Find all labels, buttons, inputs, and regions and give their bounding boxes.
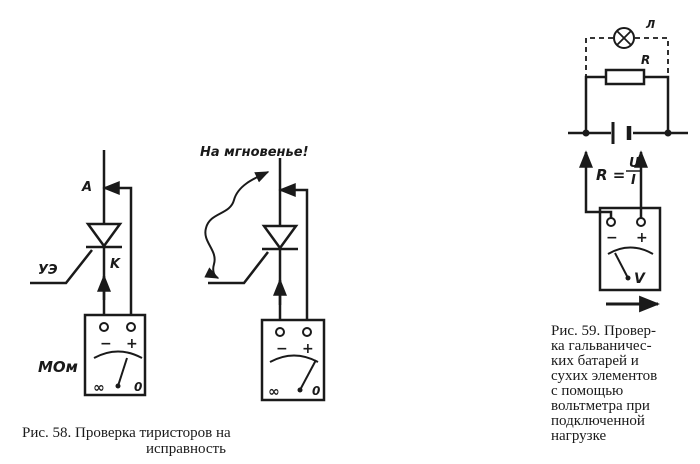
thyristor-circuit-right: На мгновенье! − + ∞ 0 <box>200 145 326 402</box>
voltmeter: − + V <box>584 206 662 292</box>
minus-terminal-label: − <box>276 341 288 357</box>
formula-left: R = <box>596 166 625 184</box>
plus-terminal-label: + <box>302 341 314 357</box>
resistor-symbol <box>604 68 646 86</box>
resistor-label: R <box>641 53 650 67</box>
fig58-caption-line1: Рис. 58. Проверка тиристоров на <box>22 425 231 441</box>
fig59-caption-line: ка гальваничес- <box>551 338 652 354</box>
fig59-caption-line: сухих элементов <box>551 368 658 384</box>
cathode-label: K <box>110 257 121 272</box>
scale-zero-label: 0 <box>312 384 320 398</box>
megohmmeter-label: МОм <box>38 358 78 376</box>
fig59-caption-line: с помощью <box>551 383 624 399</box>
thyristor-circuit-left: A K УЭ МОм − + ∞ 0 <box>30 150 147 397</box>
plus-terminal-label: + <box>636 230 648 246</box>
fig59-caption-line: подключенной <box>551 413 645 429</box>
thyristor-symbol <box>85 222 123 249</box>
fig59-caption-line: Рис. 59. Провер- <box>551 323 657 339</box>
fig59-caption-line: ких батарей и <box>551 353 639 369</box>
minus-terminal-label: − <box>606 230 618 246</box>
thyristor-symbol <box>261 224 299 251</box>
voltmeter-unit-label: V <box>634 271 646 287</box>
momentary-jumper-wire <box>204 171 270 279</box>
minus-terminal-label: − <box>100 336 112 352</box>
fig59-caption-line: вольтметра при <box>551 398 650 414</box>
momentary-label: На мгновенье! <box>200 145 309 160</box>
scale-infinity-label: ∞ <box>93 380 105 396</box>
formula-denominator: I <box>631 173 636 188</box>
scale-zero-label: 0 <box>134 380 142 394</box>
lamp-label: Л <box>645 18 655 31</box>
fig59-caption-line: нагрузке <box>551 428 607 444</box>
fig59-caption: Рис. 59. Провер- ка гальваничес- ких бат… <box>551 324 657 444</box>
formula-numerator: U <box>629 156 640 171</box>
battery-test-circuit: Л R R = U I − + V <box>568 18 688 313</box>
plus-terminal-label: + <box>126 336 138 352</box>
megohmmeter-left: − + ∞ 0 <box>83 313 147 397</box>
scale-infinity-label: ∞ <box>268 384 280 400</box>
megohmmeter-right: − + ∞ 0 <box>260 318 326 402</box>
fig58-caption-line2: исправность <box>146 441 226 457</box>
anode-label: A <box>81 180 92 195</box>
control-electrode-label: УЭ <box>38 263 58 278</box>
